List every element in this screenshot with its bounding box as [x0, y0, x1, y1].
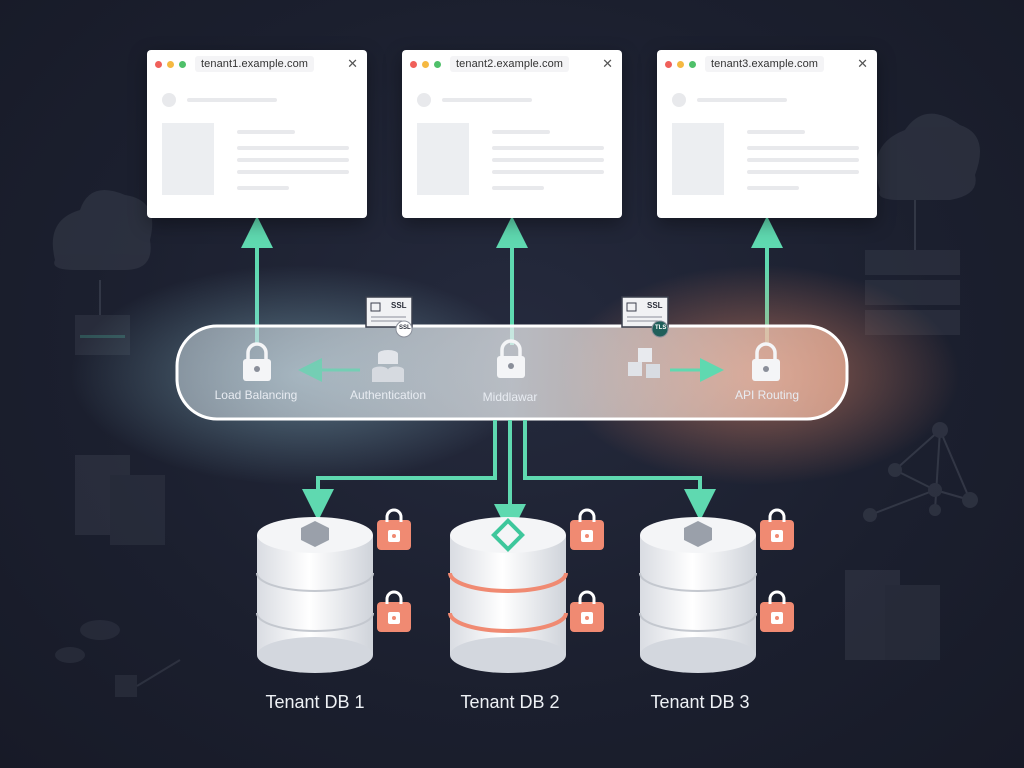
- page-placeholder: [657, 78, 877, 218]
- lock-icon: [377, 590, 411, 632]
- close-dot-icon: [155, 60, 162, 68]
- database-cylinder-2: [448, 508, 604, 673]
- page-placeholder: [402, 78, 622, 218]
- tls-cert-badge: TLS: [655, 325, 667, 331]
- database-cylinder-3: [639, 508, 794, 673]
- close-icon[interactable]: ✕: [602, 56, 613, 71]
- cloud-icon-right: [865, 113, 980, 335]
- close-icon[interactable]: ✕: [347, 56, 358, 71]
- maximize-dot-icon: [434, 60, 441, 68]
- label-tenant-db-1: Tenant DB 1: [265, 692, 365, 712]
- database-stack-icon: [372, 350, 404, 382]
- cube-icon: [301, 521, 329, 547]
- page-placeholder: [147, 78, 367, 218]
- lock-icon: [377, 508, 411, 550]
- lock-icon-middleware: [497, 339, 525, 378]
- lock-icon-api-routing: [752, 342, 780, 381]
- lock-icon: [570, 590, 604, 632]
- cube-icon: [684, 521, 712, 547]
- ssl-certificate-icon: [365, 296, 413, 338]
- browser-window-tenant3: tenant3.example.com ✕: [657, 50, 877, 218]
- minimize-dot-icon: [677, 60, 684, 68]
- close-dot-icon: [665, 60, 672, 68]
- url-bar[interactable]: tenant1.example.com: [195, 56, 315, 72]
- server-rack-icon-right: [845, 570, 940, 660]
- maximize-dot-icon: [179, 60, 186, 68]
- lock-icon: [570, 508, 604, 550]
- close-dot-icon: [410, 60, 417, 68]
- downward-arrows: [302, 420, 716, 536]
- diamond-icon: [491, 518, 525, 552]
- label-authentication: Authentication: [349, 388, 427, 402]
- label-tenant-db-2: Tenant DB 2: [460, 692, 560, 712]
- label-api-routing: API Routing: [734, 388, 800, 402]
- minimize-dot-icon: [167, 60, 174, 68]
- url-bar[interactable]: tenant2.example.com: [450, 56, 570, 72]
- network-devices-icon: [55, 620, 181, 697]
- server-rack-icon-left: [75, 455, 165, 545]
- label-middleware: Middlawar: [482, 390, 538, 404]
- network-graph-icon: [863, 422, 978, 522]
- maximize-dot-icon: [689, 60, 696, 68]
- lock-icon: [760, 508, 794, 550]
- label-tenant-db-3: Tenant DB 3: [650, 692, 750, 712]
- cubes-icon: [628, 348, 660, 378]
- label-load-balancing: Load Balancing: [214, 388, 298, 402]
- url-bar[interactable]: tenant3.example.com: [705, 56, 825, 72]
- lock-icon-load-balancing: [243, 342, 271, 381]
- ssl-cert-title: SSL: [391, 301, 407, 310]
- database-cylinder-1: [256, 508, 411, 673]
- browser-window-tenant1: tenant1.example.com ✕: [147, 50, 367, 218]
- ssl-cert-badge: SSL: [399, 325, 411, 331]
- minimize-dot-icon: [422, 60, 429, 68]
- close-icon[interactable]: ✕: [857, 56, 868, 71]
- lock-icon: [760, 590, 794, 632]
- browser-window-tenant2: tenant2.example.com ✕: [402, 50, 622, 218]
- tls-certificate-icon: [621, 296, 669, 338]
- tls-cert-title: SSL: [647, 301, 663, 310]
